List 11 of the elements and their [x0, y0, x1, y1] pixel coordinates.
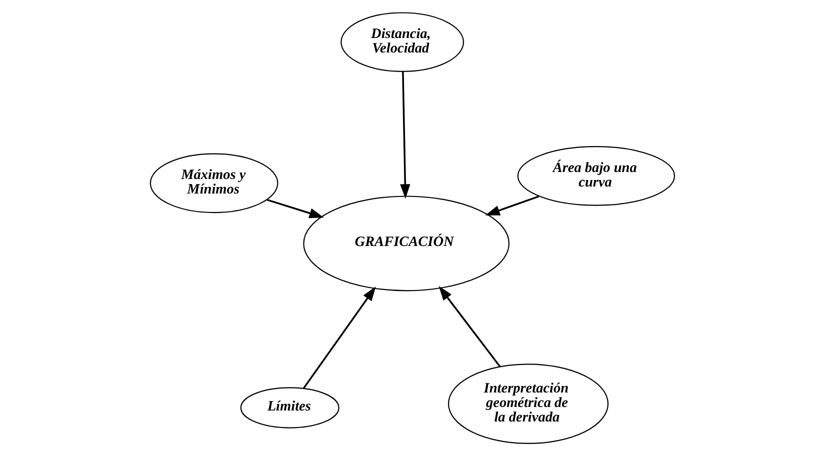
arrow	[438, 286, 501, 368]
node-ellipse: Límites	[240, 387, 340, 428]
arrow	[266, 198, 324, 218]
arrow	[485, 196, 540, 216]
node-ellipse: Distancia, Velocidad	[340, 12, 464, 72]
node-ellipse: Máximos y Mínimos	[150, 153, 278, 214]
arrow	[400, 72, 410, 199]
node-ellipse: Interpretación geométrica de la derivada	[448, 364, 609, 444]
node-ellipse: Área bajo una curva	[517, 146, 676, 206]
arrow	[302, 286, 376, 389]
node-ellipse: GRAFICACIÓN	[303, 196, 510, 292]
